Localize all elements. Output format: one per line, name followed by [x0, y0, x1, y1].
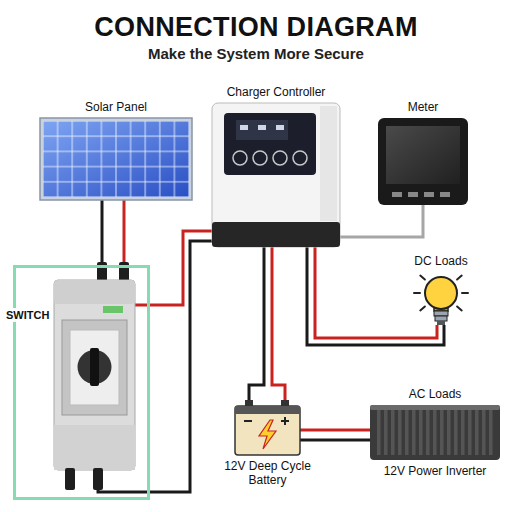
- node-label: 12V Deep Cycle Battery: [216, 459, 320, 487]
- lcd-icon: [240, 125, 248, 130]
- panel-cells: [43, 121, 189, 197]
- battery-drawing: [235, 400, 300, 455]
- button: [233, 151, 247, 165]
- panel-grid: [43, 121, 189, 197]
- dc-load-bulb: DC Loads: [412, 272, 470, 325]
- node-label: Charger Controller: [227, 85, 326, 99]
- bulb-glass: [425, 277, 457, 309]
- node-label: 12V Power Inverter: [384, 464, 487, 478]
- bulb-base: [435, 316, 447, 321]
- diagram-title: CONNECTION DIAGRAM: [0, 12, 512, 43]
- inverter-drawing: [370, 405, 500, 460]
- lcd-icon: [276, 125, 284, 130]
- bulb-drawing: [414, 276, 468, 325]
- bulb-tip: [437, 321, 445, 325]
- meter-drawing: [378, 118, 468, 205]
- inverter-fins: [376, 410, 494, 455]
- charge-controller: Charger Controller: [212, 103, 340, 247]
- wire: [135, 231, 212, 305]
- battery: 12V Deep Cycle Battery: [235, 405, 300, 455]
- inverter-body: [370, 405, 500, 460]
- knob-handle: [90, 348, 99, 386]
- enclosure-body: [54, 280, 135, 470]
- solar-panel-drawing: [40, 118, 192, 200]
- ray: [414, 292, 420, 294]
- lightning-bolt: [259, 420, 276, 449]
- lcd: [236, 120, 288, 140]
- panel-frame: [40, 118, 192, 200]
- wire: [300, 429, 370, 432]
- sticker: [103, 306, 123, 313]
- node-label: Meter: [408, 100, 439, 114]
- ray: [420, 307, 425, 311]
- lcd-icon: [258, 125, 266, 130]
- terminal-band: [212, 222, 340, 247]
- button: [293, 151, 307, 165]
- ray: [457, 276, 462, 280]
- button: [273, 151, 287, 165]
- node-label: Solar Panel: [85, 100, 147, 114]
- power-inverter: AC Loads12V Power Inverter: [370, 405, 500, 460]
- wire: [340, 205, 423, 237]
- wire-connector: [300, 430, 370, 440]
- button: [253, 151, 267, 165]
- window-frame: [62, 320, 127, 415]
- controller-side: [320, 106, 337, 221]
- minus-sign: [244, 420, 252, 422]
- ray: [462, 292, 468, 294]
- bulb-base: [434, 311, 448, 316]
- charge-controller-drawing: [212, 103, 340, 247]
- controller-body: [212, 103, 340, 247]
- window: [70, 330, 119, 405]
- meter-screen: [386, 126, 460, 184]
- wire: [272, 247, 285, 405]
- inverter-edge: [370, 405, 500, 410]
- meter-button: [440, 192, 450, 197]
- node-label: SWITCH: [5, 308, 50, 322]
- wire-connector: [340, 205, 423, 237]
- mc4-connector: [65, 468, 75, 490]
- switch-box: SWITCH: [13, 265, 150, 500]
- battery-body: [235, 406, 300, 455]
- meter-body: [378, 118, 468, 205]
- plus-sign: [284, 417, 286, 425]
- wire: [300, 439, 370, 442]
- solar-panel: Solar Panel: [40, 118, 192, 200]
- battery-lid: [235, 406, 300, 414]
- enclosure-cap: [54, 280, 135, 304]
- ray: [457, 307, 462, 311]
- mc4-connector: [93, 468, 103, 490]
- enclosure-base: [54, 425, 135, 470]
- light-rays: [414, 276, 468, 311]
- wire: [249, 247, 264, 405]
- meter-button: [392, 192, 402, 197]
- node-label: DC Loads: [414, 254, 467, 268]
- ray: [420, 276, 425, 280]
- meter-button: [408, 192, 418, 197]
- display-panel: [224, 113, 316, 175]
- node-label: AC Loads: [409, 387, 462, 401]
- subtitle: Make the System More Secure: [0, 45, 512, 62]
- meter-button: [424, 192, 434, 197]
- meter: Meter: [378, 118, 468, 205]
- switch-enclosure: [54, 262, 135, 490]
- wire-connector: [249, 247, 285, 405]
